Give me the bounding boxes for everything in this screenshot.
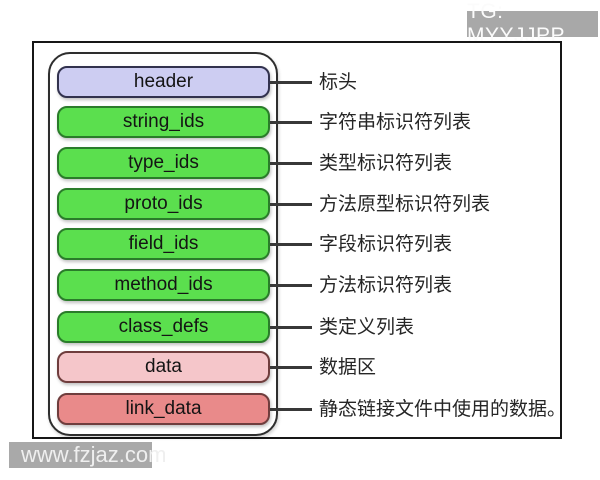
box-label: link_data xyxy=(125,398,202,419)
row-description: 类定义列表 xyxy=(319,316,415,338)
diagram-row-class_defs: class_defs 类定义列表 xyxy=(57,311,414,343)
connector-line xyxy=(270,365,312,369)
diagram-row-method_ids: method_ids 方法标识符列表 xyxy=(57,269,452,301)
connector-line xyxy=(270,407,312,411)
box-data: data xyxy=(57,351,270,383)
connector-line xyxy=(270,202,312,206)
box-header: header xyxy=(57,66,270,98)
box-label: proto_ids xyxy=(124,193,203,214)
row-description: 标头 xyxy=(319,71,358,93)
box-label: header xyxy=(133,71,194,92)
box-label: class_defs xyxy=(118,316,209,337)
connector-line xyxy=(270,325,312,329)
box-label: field_ids xyxy=(128,233,199,254)
box-string_ids: string_ids xyxy=(57,106,270,138)
diagram-row-string_ids: string_ids 字符串标识符列表 xyxy=(57,106,471,138)
box-field_ids: field_ids xyxy=(57,228,270,260)
diagram-row-header: header 标头 xyxy=(57,66,357,98)
diagram-row-proto_ids: proto_ids 方法原型标识符列表 xyxy=(57,188,490,220)
connector-line xyxy=(270,80,312,84)
row-description: 方法标识符列表 xyxy=(319,274,453,296)
connector-line xyxy=(270,242,312,246)
box-label: method_ids xyxy=(114,274,213,295)
box-method_ids: method_ids xyxy=(57,269,270,301)
row-description: 数据区 xyxy=(319,356,377,378)
diagram-row-field_ids: field_ids 字段标识符列表 xyxy=(57,228,452,260)
diagram-row-link_data: link_data 静态链接文件中使用的数据。 xyxy=(57,393,566,425)
box-type_ids: type_ids xyxy=(57,147,270,179)
box-label: string_ids xyxy=(122,111,205,132)
row-description: 字符串标识符列表 xyxy=(319,111,472,133)
diagram-row-type_ids: type_ids 类型标识符列表 xyxy=(57,147,452,179)
watermark-text: www.fzjaz.com xyxy=(21,442,167,467)
row-description: 字段标识符列表 xyxy=(319,233,453,255)
row-description: 方法原型标识符列表 xyxy=(319,193,491,215)
connector-line xyxy=(270,161,312,165)
box-label: type_ids xyxy=(128,152,199,173)
box-link_data: link_data xyxy=(57,393,270,425)
box-proto_ids: proto_ids xyxy=(57,188,270,220)
diagram-row-data: data 数据区 xyxy=(57,351,376,383)
box-label: data xyxy=(145,356,182,377)
connector-line xyxy=(270,120,312,124)
row-description: 静态链接文件中使用的数据。 xyxy=(319,398,567,420)
box-class_defs: class_defs xyxy=(57,311,270,343)
connector-line xyxy=(270,283,312,287)
watermark-badge: www.fzjaz.com xyxy=(9,442,166,468)
row-description: 类型标识符列表 xyxy=(319,152,453,174)
